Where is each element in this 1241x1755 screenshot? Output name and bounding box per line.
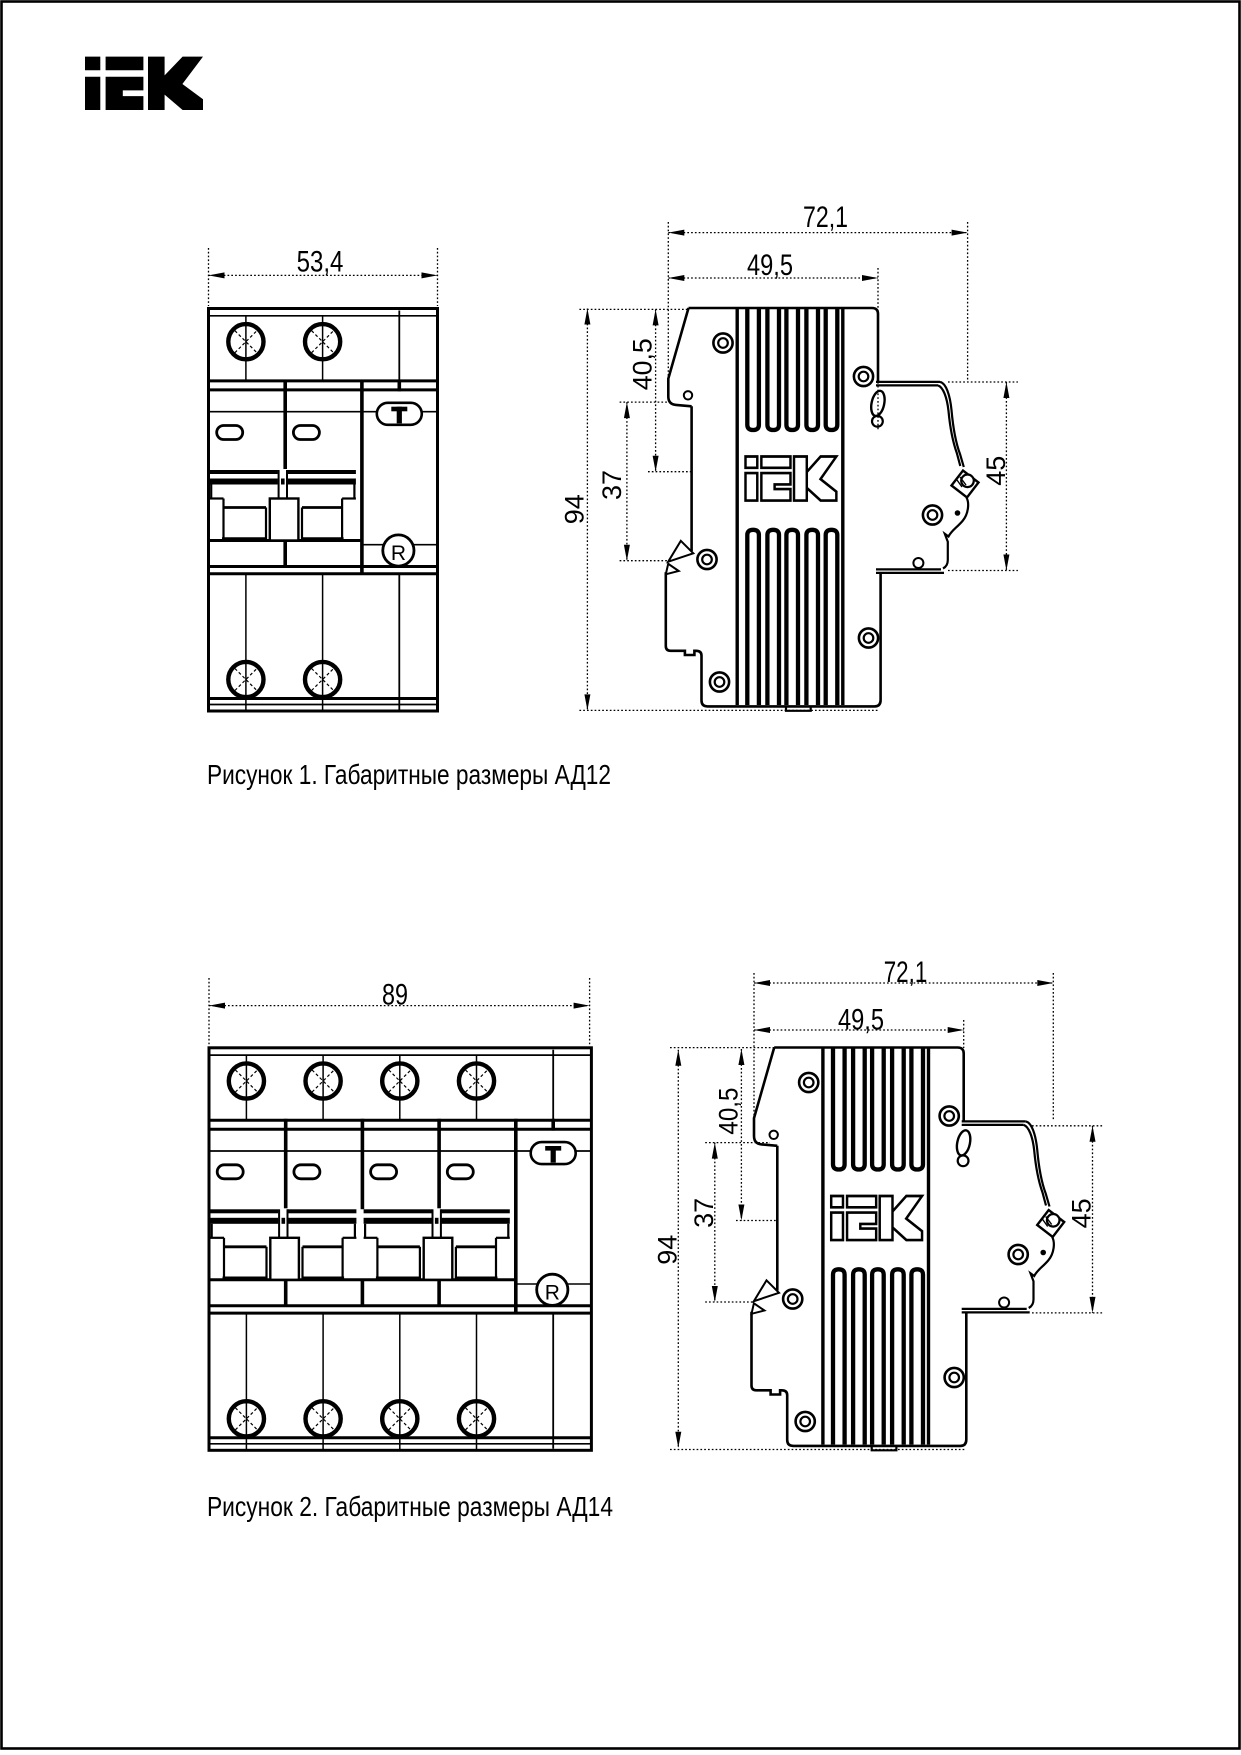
svg-text:45: 45 [1067,1198,1097,1228]
svg-text:40,5: 40,5 [627,338,657,390]
svg-text:49,5: 49,5 [747,249,793,282]
svg-text:37: 37 [689,1198,719,1228]
svg-text:R: R [545,1281,560,1304]
svg-text:R: R [391,542,406,565]
svg-text:72,1: 72,1 [803,201,848,234]
svg-text:72,1: 72,1 [884,956,928,989]
svg-text:40,5: 40,5 [713,1088,743,1135]
svg-text:89: 89 [382,978,408,1011]
svg-text:94: 94 [559,494,589,524]
svg-text:53,4: 53,4 [297,246,344,279]
svg-text:49,5: 49,5 [838,1003,884,1036]
svg-text:Рисунок 1. Габаритные размеры: Рисунок 1. Габаритные размеры АД12 [207,759,611,790]
svg-text:Рисунок 2. Габаритные размеры: Рисунок 2. Габаритные размеры АД14 [207,1491,613,1522]
svg-text:37: 37 [597,470,627,500]
svg-text:45: 45 [981,456,1011,486]
svg-text:94: 94 [652,1235,682,1265]
